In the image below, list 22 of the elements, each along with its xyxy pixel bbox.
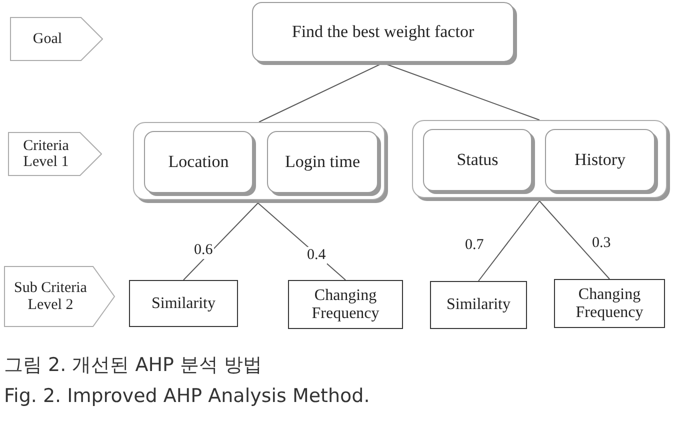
connector-line bbox=[478, 200, 540, 282]
rounded-box: Location bbox=[144, 131, 253, 193]
edge-label: 0.6 bbox=[193, 242, 214, 258]
level-tag: Criteria Level 1 bbox=[8, 132, 102, 176]
rounded-box: Find the best weight factor bbox=[252, 2, 514, 62]
group-box bbox=[133, 122, 385, 200]
rectangle-box: Changing Frequency bbox=[554, 279, 665, 328]
rounded-box: Status bbox=[423, 129, 532, 191]
rounded-box: Login time bbox=[267, 131, 378, 193]
level-tag: Goal bbox=[10, 17, 103, 61]
edge-label: 0.4 bbox=[306, 247, 327, 264]
connector-line bbox=[258, 202, 346, 280]
connector-line bbox=[183, 202, 258, 280]
rectangle-box: Changing Frequency bbox=[288, 280, 403, 329]
figure-caption: 그림 2. 개선된 AHP 분석 방법 bbox=[4, 353, 262, 378]
connector-line bbox=[539, 200, 610, 280]
level-tag: Sub Criteria Level 2 bbox=[4, 266, 115, 327]
rectangle-box: Similarity bbox=[129, 280, 238, 327]
figure-caption: Fig. 2. Improved AHP Analysis Method. bbox=[4, 385, 370, 407]
rectangle-box: Similarity bbox=[430, 281, 527, 329]
group-box bbox=[412, 120, 667, 198]
rounded-box: History bbox=[545, 129, 655, 191]
